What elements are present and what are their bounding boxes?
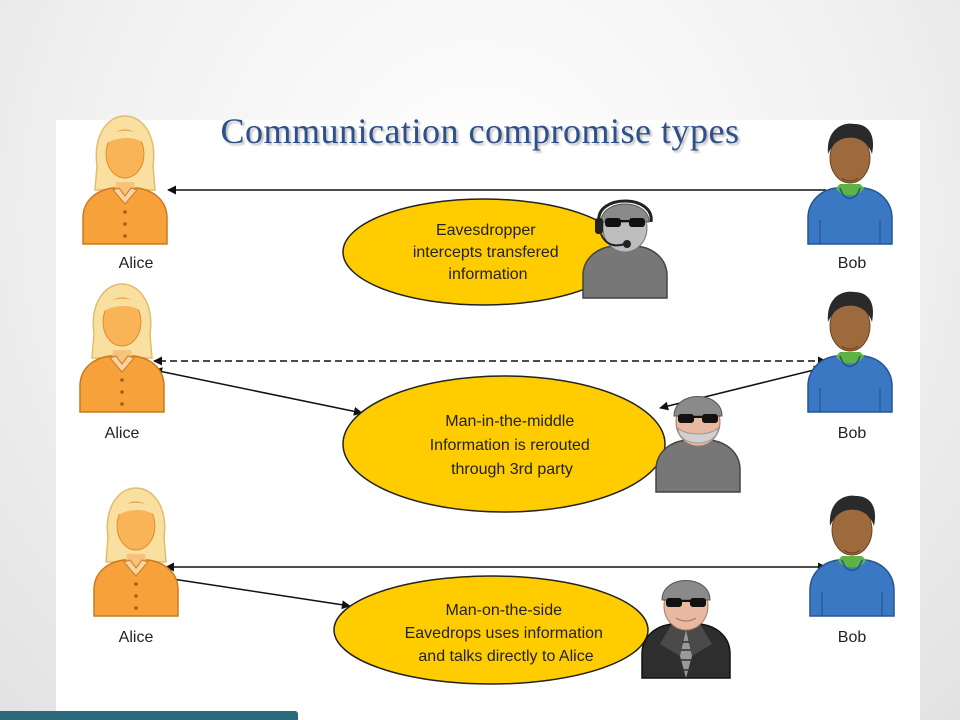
bearded-spy-icon [655,395,741,493]
alice-label: Alice [119,255,154,272]
alice-to-attacker-arrow [165,574,351,610]
bob-label: Bob [838,425,867,442]
alice-label: Alice [105,425,140,442]
alice-person-icon [79,283,165,413]
attack-description: Man-in-the-middle Information is reroute… [430,413,595,478]
attack-ellipse [333,575,649,685]
row-man-on-the-side: Alice Bob Man-on-the-side Eavedrops uses… [93,487,895,685]
bob-person-icon [807,290,893,413]
alice-person-icon [93,487,179,617]
slide-title: Communication compromise types [220,111,740,151]
alice-to-attacker-arrow [153,367,363,416]
bob-label: Bob [838,629,867,646]
attack-description: Man-on-the-side Eavedrops uses informati… [405,602,608,665]
bob-person-icon [809,494,895,617]
trenchcoat-spy-icon [641,579,731,679]
alice-label: Alice [119,629,154,646]
attack-ellipse [342,375,666,513]
row-man-in-the-middle: Alice Bob Man-in-the-middle Information … [79,283,893,513]
accent-bar [0,711,298,720]
row-eavesdropper: Alice Bob Eavesdropper intercepts transf… [82,115,893,306]
attack-description: Eavesdropper intercepts transfered infor… [413,222,563,283]
bob-label: Bob [838,255,867,272]
